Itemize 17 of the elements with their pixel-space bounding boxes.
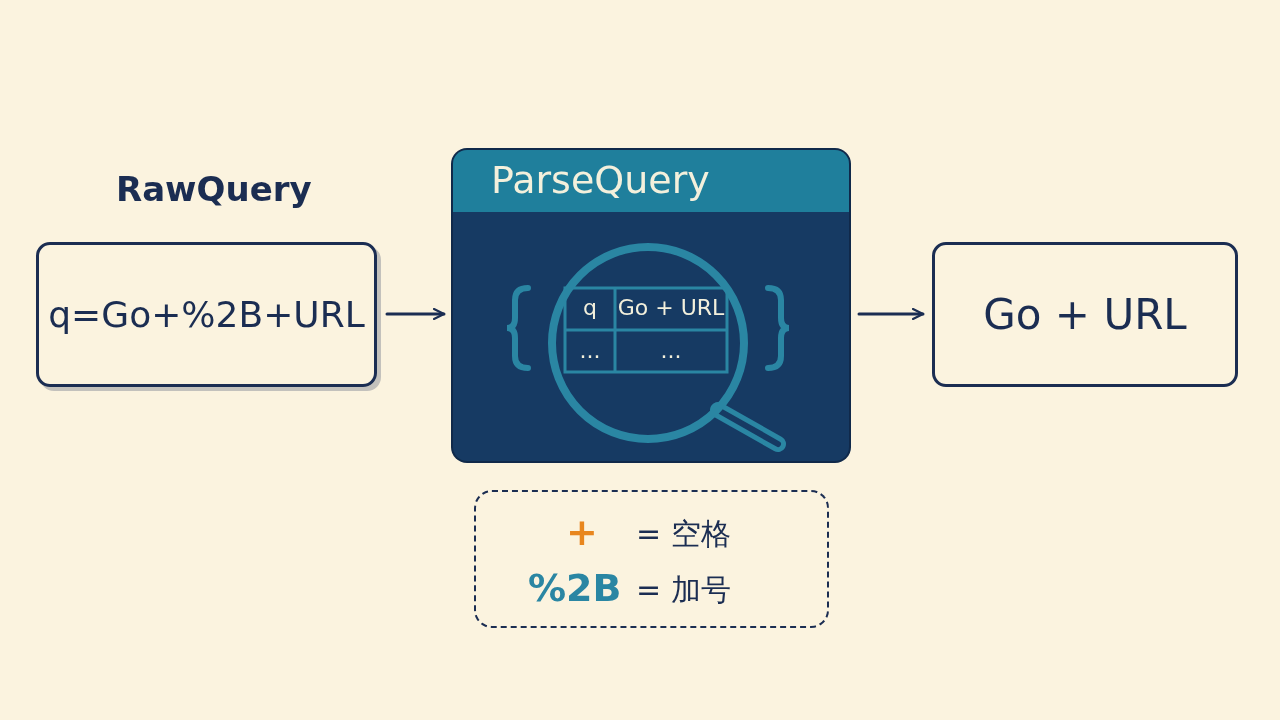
table-cell-text: Go + URL	[617, 295, 725, 321]
table-cell-text: ...	[660, 338, 682, 364]
symbol-text: +	[566, 510, 598, 554]
panel-title: ParseQuery	[491, 158, 710, 202]
meaning-text: = 加号	[636, 571, 731, 609]
symbol-text: %2B	[528, 566, 622, 610]
query-string: q=Go+%2B+URL	[48, 294, 365, 335]
key-box	[474, 490, 829, 628]
result-box	[932, 242, 1238, 387]
arrow	[385, 307, 446, 321]
meaning-text: = 空格	[636, 515, 731, 553]
result-text: Go + URL	[983, 290, 1187, 339]
parse-panel	[453, 150, 849, 461]
heading-label: RawQuery	[116, 169, 312, 209]
table-cell-text: ...	[579, 338, 601, 364]
arrow	[857, 307, 925, 321]
table-cell-text: q	[583, 295, 597, 321]
